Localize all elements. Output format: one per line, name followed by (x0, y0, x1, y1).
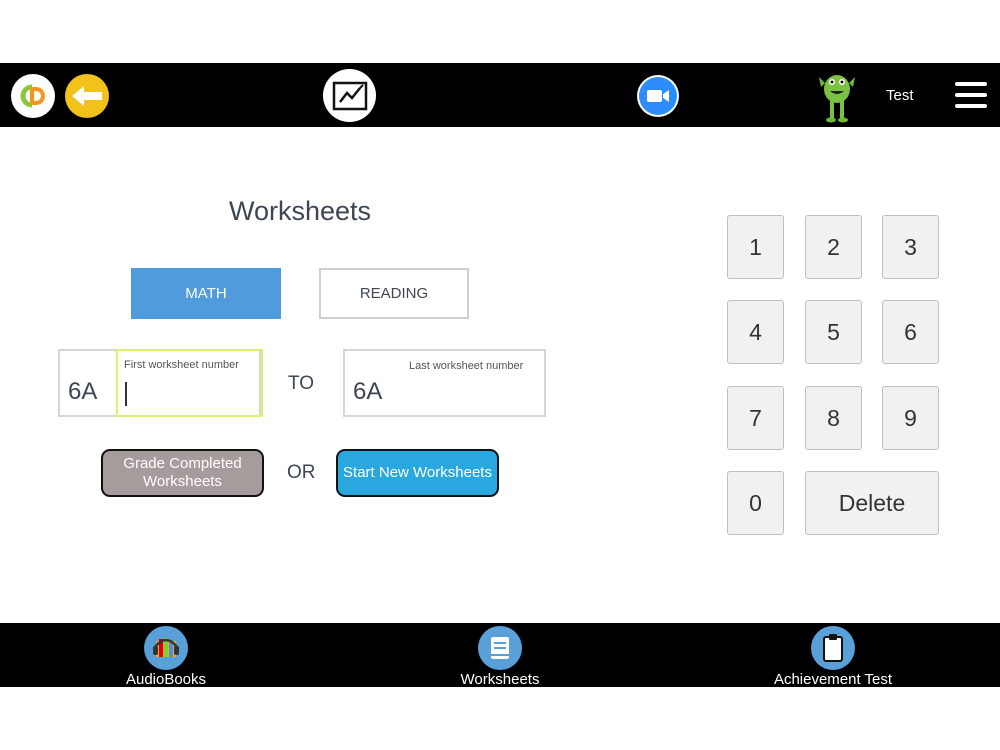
keypad-key-5[interactable]: 5 (805, 300, 862, 364)
text-caret (125, 382, 127, 406)
clipboard-icon (811, 626, 855, 670)
first-worksheet-placeholder: First worksheet number (124, 359, 239, 371)
last-worksheet-placeholder: Last worksheet number (409, 360, 524, 372)
nav-item-worksheets[interactable]: Worksheets (410, 623, 590, 688)
nav-label-worksheets: Worksheets (460, 671, 540, 688)
keypad-key-8[interactable]: 8 (805, 386, 862, 450)
nav-item-audiobooks[interactable]: AudioBooks (76, 623, 256, 688)
nav-label-audiobooks: AudioBooks (125, 671, 207, 688)
keypad-key-7[interactable]: 7 (727, 386, 784, 450)
last-worksheet-prefix: 6A (353, 378, 383, 405)
keypad-key-9[interactable]: 9 (882, 386, 939, 450)
whiteboard-icon (332, 81, 367, 110)
last-worksheet-field[interactable]: 6A Last worksheet number (343, 349, 546, 417)
grade-completed-button[interactable]: Grade Completed Worksheets (101, 449, 264, 497)
bottom-nav: AudioBooks Worksheets Achievement Test (0, 623, 1000, 688)
or-label: OR (287, 462, 316, 483)
audiobooks-icon (144, 626, 188, 670)
nav-label-achievement-test: Achievement Test (773, 671, 893, 688)
focus-outline (116, 349, 263, 417)
monster-avatar-icon[interactable] (813, 67, 861, 125)
nav-item-achievement-test[interactable]: Achievement Test (743, 623, 923, 688)
app-logo-icon[interactable] (11, 74, 55, 118)
keypad-key-3[interactable]: 3 (882, 215, 939, 279)
keypad-key-6[interactable]: 6 (882, 300, 939, 364)
keypad-key-1[interactable]: 1 (727, 215, 784, 279)
tab-math[interactable]: MATH (131, 268, 281, 319)
start-new-worksheets-button[interactable]: Start New Worksheets (336, 449, 499, 497)
to-label: TO (288, 373, 315, 394)
keypad-key-0[interactable]: 0 (727, 471, 784, 535)
worksheet-book-icon (478, 626, 522, 670)
first-worksheet-prefix: 6A (68, 378, 98, 405)
tab-reading[interactable]: READING (319, 268, 469, 319)
whiteboard-button[interactable] (323, 69, 376, 122)
video-camera-icon (647, 90, 669, 102)
back-arrow-icon (72, 86, 102, 106)
page-title: Worksheets (228, 196, 372, 226)
hamburger-menu-icon[interactable] (955, 82, 987, 108)
keypad-key-4[interactable]: 4 (727, 300, 784, 364)
user-name: Test (886, 87, 914, 104)
keypad-delete-button[interactable]: Delete (805, 471, 939, 535)
first-worksheet-field[interactable]: 6A First worksheet number (58, 349, 263, 417)
video-call-button[interactable] (637, 75, 679, 117)
top-bar: Test (0, 63, 1000, 127)
keypad-key-2[interactable]: 2 (805, 215, 862, 279)
back-button[interactable] (65, 74, 109, 118)
